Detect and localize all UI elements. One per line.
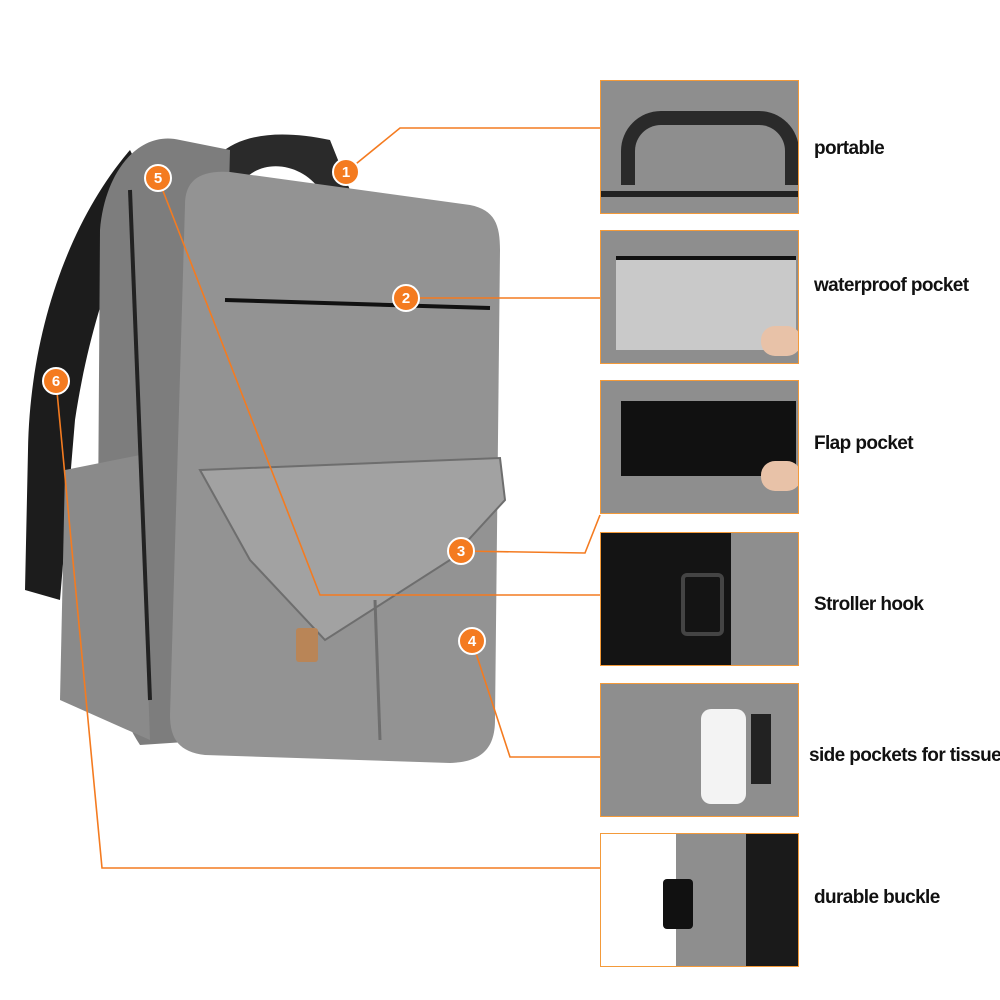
thumbnail-side-pockets — [600, 683, 799, 817]
marker-6: 6 — [42, 367, 70, 395]
svg-text:1: 1 — [342, 164, 350, 181]
svg-text:3: 3 — [457, 543, 465, 560]
label-side-pockets: side pockets for tissue — [809, 745, 1000, 766]
label-stroller-hook: Stroller hook — [814, 594, 924, 615]
label-flap-pocket: Flap pocket — [814, 433, 914, 454]
thumbnail-stroller-hook — [600, 532, 799, 666]
svg-text:2: 2 — [402, 290, 410, 307]
marker-5: 5 — [144, 164, 172, 192]
thumbnail-durable-buckle — [600, 833, 799, 967]
front-zipper — [224, 298, 491, 310]
label-waterproof-pocket: waterproof pocket — [814, 275, 969, 296]
thumbnail-portable — [600, 80, 799, 214]
connector-lines — [55, 127, 601, 869]
thumbnail-waterproof-pocket — [600, 230, 799, 364]
side-mesh-pocket — [60, 455, 150, 740]
svg-text:4: 4 — [468, 633, 477, 650]
svg-text:5: 5 — [154, 170, 162, 187]
label-portable: portable — [814, 138, 885, 159]
marker-1: 1 — [332, 158, 360, 186]
label-durable-buckle: durable buckle — [814, 887, 940, 908]
marker-3: 3 — [447, 537, 475, 565]
marker-4: 4 — [458, 627, 486, 655]
front-flap — [198, 456, 507, 642]
shoulder-strap — [25, 150, 150, 600]
marker-2: 2 — [392, 284, 420, 312]
thumbnail-flap-pocket — [600, 380, 799, 514]
svg-text:6: 6 — [52, 373, 60, 390]
leather-tab — [296, 628, 318, 662]
